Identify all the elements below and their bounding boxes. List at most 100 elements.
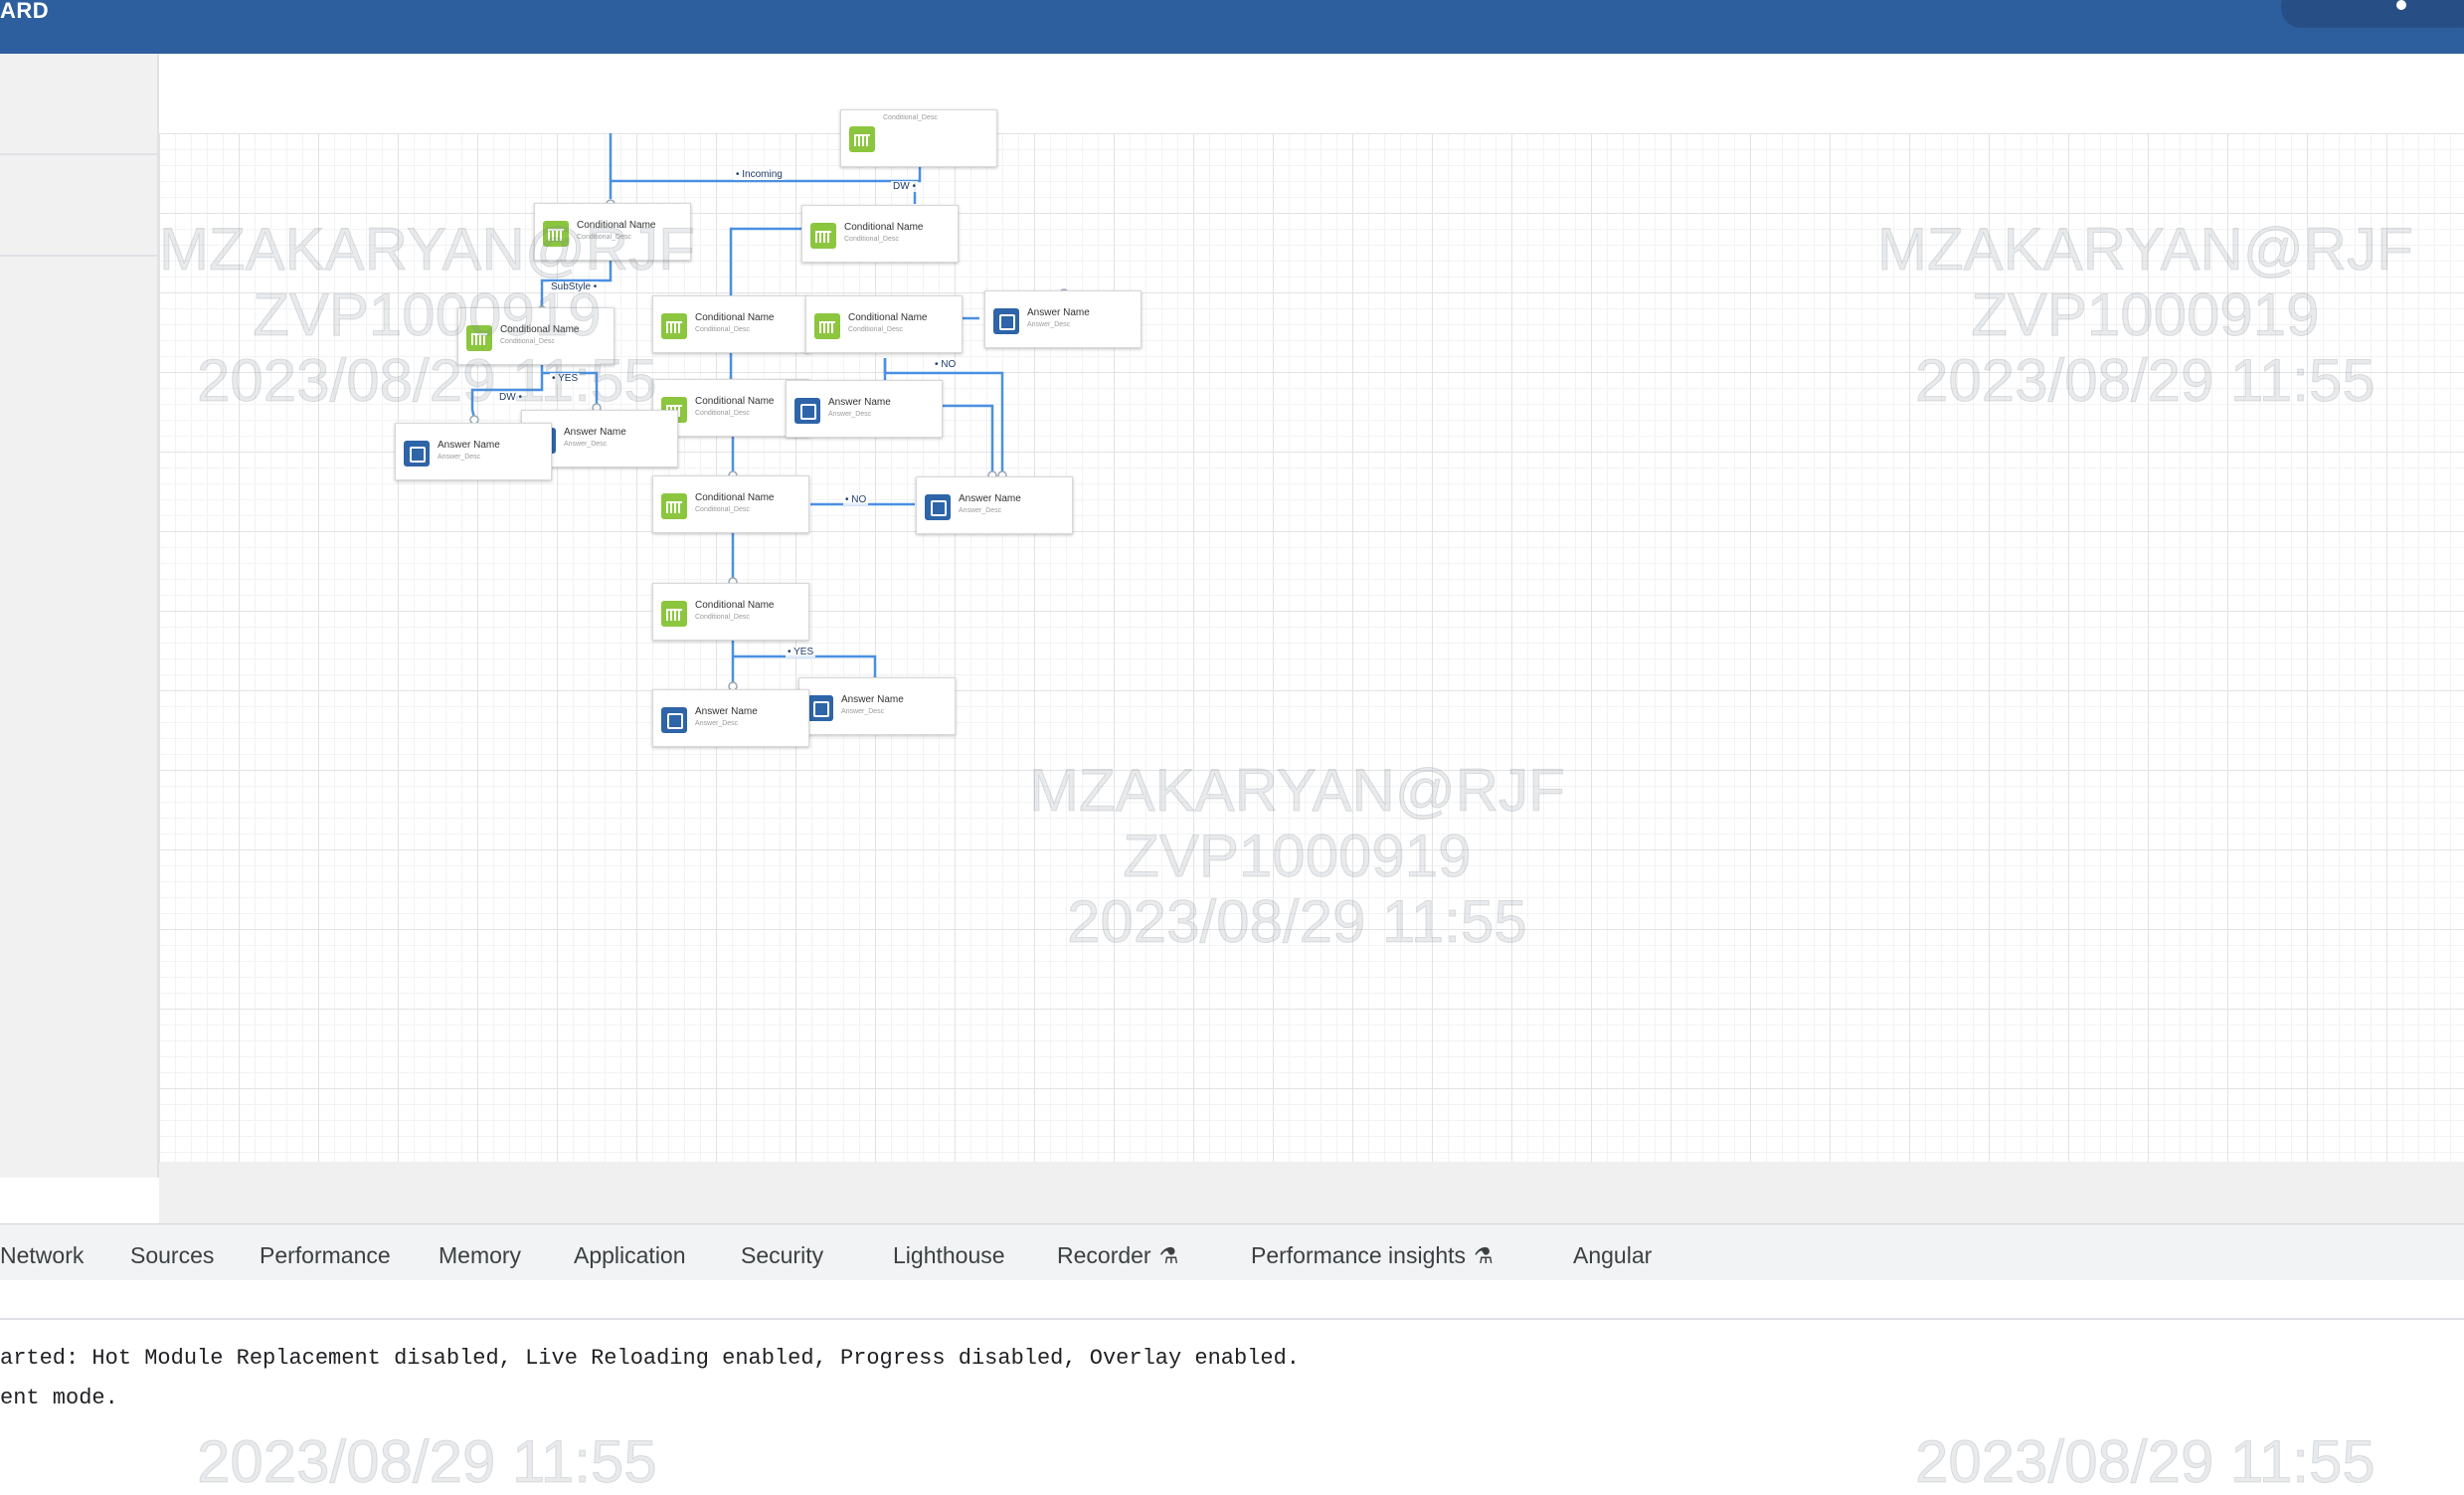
flow-node-conditional[interactable]: Conditional Name Conditional_Desc: [652, 583, 809, 641]
flow-canvas[interactable]: [159, 133, 2464, 1162]
tab-label: Security: [741, 1242, 824, 1268]
node-description: Answer_Desc: [438, 454, 481, 461]
node-title: Conditional Name: [844, 222, 924, 233]
node-description: Answer_Desc: [828, 411, 872, 418]
edge-label-incoming: • Incoming: [734, 169, 785, 180]
flow-node-conditional[interactable]: Conditional Name Conditional_Desc: [652, 379, 809, 437]
node-description: Conditional_Desc: [500, 338, 555, 345]
experimental-flask-icon: ⚗: [1158, 1243, 1179, 1268]
conditional-icon: [661, 493, 687, 519]
node-description: Conditional_Desc: [848, 326, 903, 333]
tab-recorder[interactable]: Recorder ⚗: [1057, 1242, 1178, 1269]
user-menu-button[interactable]: [2281, 0, 2464, 28]
node-title: Conditional Name: [577, 220, 656, 231]
tab-label: Network: [0, 1242, 85, 1268]
node-title: Answer Name: [841, 694, 904, 705]
devtools-panel: Network Sources Performance Memory Appli…: [0, 1223, 2464, 1429]
flow-node-answer[interactable]: Answer Name Answer_Desc: [786, 380, 943, 438]
node-description: Answer_Desc: [1027, 321, 1071, 328]
tab-application[interactable]: Application: [574, 1242, 686, 1269]
node-title: Answer Name: [1027, 307, 1090, 318]
flow-node-conditional[interactable]: Conditional Name Conditional_Desc: [652, 295, 809, 353]
flow-node-answer[interactable]: Answer Name Answer_Desc: [395, 423, 552, 480]
console-message: ent mode.: [0, 1386, 118, 1410]
tab-label: Recorder: [1057, 1242, 1151, 1268]
flow-node-conditional[interactable]: Conditional Name Conditional_Desc: [805, 295, 963, 353]
flow-node-conditional[interactable]: Conditional Name Conditional_Desc: [801, 205, 959, 263]
tab-lighthouse[interactable]: Lighthouse: [893, 1242, 1005, 1269]
conditional-icon: [810, 223, 836, 249]
node-description: Conditional_Desc: [883, 114, 938, 121]
node-description: Answer_Desc: [564, 441, 608, 448]
node-description: Conditional_Desc: [695, 614, 750, 621]
node-description: Conditional_Desc: [844, 236, 899, 243]
tab-memory[interactable]: Memory: [439, 1242, 521, 1269]
node-description: Conditional_Desc: [695, 506, 750, 513]
tab-label: Memory: [439, 1242, 522, 1268]
node-title: Answer Name: [438, 440, 500, 451]
answer-icon: [661, 707, 687, 733]
flow-node-conditional[interactable]: Conditional_Desc: [840, 109, 997, 167]
node-title: Conditional Name: [500, 324, 580, 335]
devtools-tabbar: Network Sources Performance Memory Appli…: [0, 1224, 2464, 1281]
answer-icon: [993, 308, 1019, 334]
node-title: Answer Name: [695, 706, 758, 717]
node-title: Conditional Name: [695, 312, 775, 323]
conditional-icon: [849, 126, 875, 152]
answer-icon: [794, 398, 820, 424]
node-description: Conditional_Desc: [695, 326, 750, 333]
tab-label: Performance: [260, 1242, 391, 1268]
edge-label-dw: DW •: [891, 181, 918, 192]
tab-sources[interactable]: Sources: [130, 1242, 214, 1269]
node-description: Conditional_Desc: [577, 234, 631, 241]
experimental-flask-icon: ⚗: [1474, 1243, 1494, 1268]
console-filter-bar[interactable]: [0, 1280, 2464, 1320]
tab-network[interactable]: Network: [0, 1242, 84, 1269]
user-menu-indicator-icon: [2396, 0, 2406, 10]
edge-label-yes: • YES: [550, 373, 581, 384]
node-description: Answer_Desc: [841, 708, 885, 715]
flow-node-conditional[interactable]: Conditional Name Conditional_Desc: [534, 203, 691, 261]
tab-angular[interactable]: Angular: [1573, 1242, 1652, 1269]
flow-node-answer[interactable]: Answer Name Answer_Desc: [916, 476, 1073, 534]
answer-icon: [404, 441, 430, 467]
conditional-icon: [543, 221, 569, 247]
node-description: Answer_Desc: [695, 720, 739, 727]
flow-node-conditional[interactable]: Conditional Name Conditional_Desc: [457, 307, 615, 365]
node-title: Conditional Name: [695, 600, 775, 611]
tab-security[interactable]: Security: [741, 1242, 823, 1269]
node-description: Answer_Desc: [959, 507, 1002, 514]
edge-label-no: • NO: [933, 359, 959, 370]
console-message: arted: Hot Module Replacement disabled, …: [0, 1346, 1301, 1371]
left-panel-item[interactable]: [0, 54, 157, 155]
answer-icon: [925, 494, 951, 520]
node-title: Conditional Name: [695, 396, 775, 407]
node-description: Conditional_Desc: [695, 410, 750, 417]
edge-label-dw: DW •: [497, 392, 524, 403]
canvas-toolbar: [159, 54, 2464, 133]
app-header: ARD: [0, 0, 2464, 54]
tab-label: Lighthouse: [893, 1242, 1005, 1268]
left-panel: [0, 54, 159, 1178]
conditional-icon: [661, 313, 687, 339]
node-title: Answer Name: [564, 427, 626, 438]
tab-label: Performance insights: [1251, 1242, 1467, 1268]
flow-node-answer[interactable]: Answer Name Answer_Desc: [984, 290, 1142, 348]
canvas-footer: [159, 1162, 2464, 1223]
node-title: Answer Name: [828, 397, 891, 408]
node-title: Answer Name: [959, 493, 1021, 504]
flow-node-conditional[interactable]: Conditional Name Conditional_Desc: [652, 475, 809, 533]
tab-label: Application: [574, 1242, 686, 1268]
node-title: Conditional Name: [695, 492, 775, 503]
edge-label-no: • NO: [843, 494, 869, 505]
app-brand: ARD: [0, 0, 50, 23]
flow-node-answer[interactable]: Answer Name Answer_Desc: [798, 677, 956, 735]
answer-icon: [807, 695, 833, 721]
conditional-icon: [661, 601, 687, 627]
conditional-icon: [466, 325, 492, 351]
edge-label-substyle: SubStyle •: [549, 281, 600, 292]
flow-node-answer[interactable]: Answer Name Answer_Desc: [652, 689, 809, 747]
tab-performance-insights[interactable]: Performance insights ⚗: [1251, 1242, 1494, 1269]
left-panel-item[interactable]: [0, 155, 157, 257]
tab-performance[interactable]: Performance: [260, 1242, 391, 1269]
